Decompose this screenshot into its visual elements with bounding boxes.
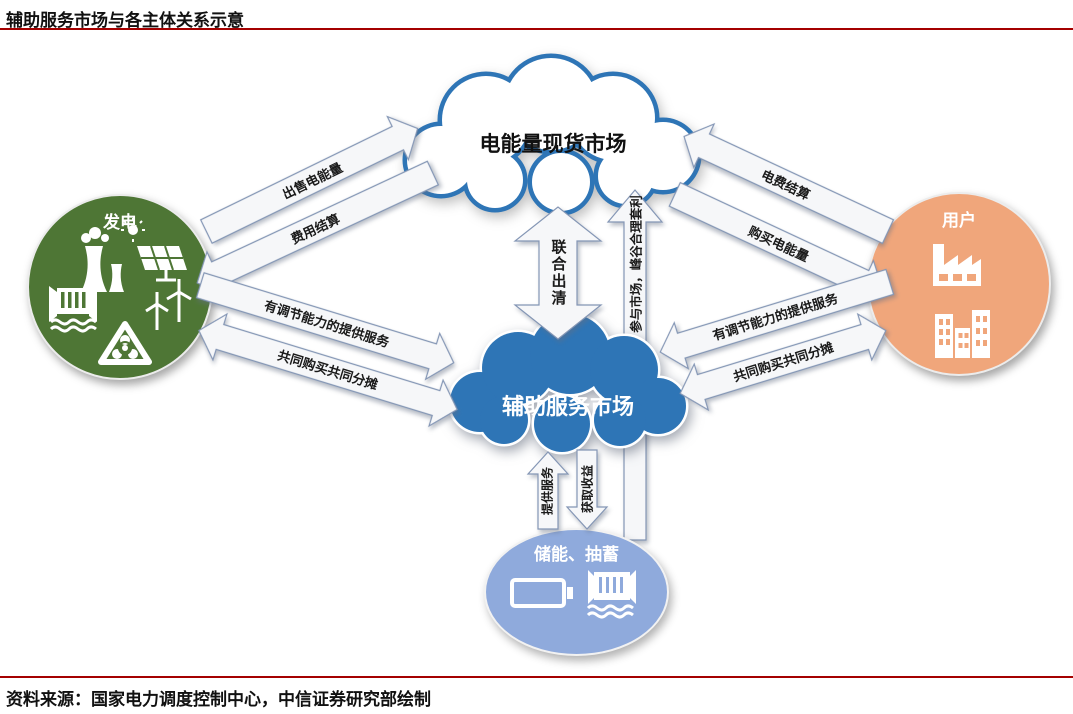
solar-panel-icon bbox=[121, 218, 187, 282]
ancillary-market-label: 辅助服务市场 bbox=[501, 394, 634, 419]
generation-label: 发电 bbox=[103, 213, 137, 232]
radiation-icon bbox=[98, 321, 152, 365]
spot-market-label: 电能量现货市场 bbox=[479, 133, 627, 156]
battery-icon bbox=[510, 578, 573, 608]
arrow-label-electricity-fee-settlement: 电费结算 bbox=[758, 167, 813, 203]
arrow-label-gain-revenue: 获取收益 bbox=[580, 464, 595, 514]
users-label: 用户 bbox=[942, 211, 976, 230]
arrow-label-buy-energy: 购买电能量 bbox=[745, 223, 812, 265]
page-title: 辅助服务市场与各主体关系示意 bbox=[6, 11, 244, 30]
footer-rule bbox=[0, 676, 1073, 678]
factory-icon bbox=[933, 244, 981, 286]
arrow-label-provide-service: 提供服务 bbox=[540, 466, 555, 516]
users-node: 用户 bbox=[867, 192, 1051, 376]
arrow-label-user-regulation-service: 有调节能力的提供服务 bbox=[710, 290, 840, 344]
generation-node: 发电 bbox=[27, 194, 213, 380]
cloud-outline-icon bbox=[402, 53, 702, 216]
arrow-label-participate-market: 参与市场，峰谷合理套利 bbox=[629, 195, 644, 333]
storage-label: 储能、抽蓄 bbox=[534, 545, 619, 564]
cooling-tower-icon bbox=[81, 227, 124, 292]
arrow-label-gen-joint-purchase: 共同购买共同分摊 bbox=[275, 347, 380, 393]
header-rule bbox=[0, 28, 1073, 30]
hydro-dam-icon bbox=[49, 286, 97, 333]
arrow-label-joint-clearing: 联合出清 bbox=[549, 239, 567, 307]
storage-icons bbox=[510, 570, 636, 619]
wind-turbine-icon bbox=[145, 279, 192, 330]
arrow-label-user-joint-purchase: 共同购买共同分摊 bbox=[731, 339, 836, 385]
ancillary-market-node: 辅助服务市场 bbox=[434, 308, 702, 458]
users-icons bbox=[933, 244, 990, 358]
arrow-label-fee-settlement: 费用结算 bbox=[288, 211, 343, 247]
arrow-label-sell-energy: 出售电能量 bbox=[279, 159, 345, 202]
cloud-filled-icon bbox=[447, 311, 689, 455]
pumped-storage-icon bbox=[586, 570, 636, 619]
generation-icons bbox=[49, 218, 192, 365]
source-note: 资料来源：国家电力调度控制中心，中信证券研究部绘制 bbox=[6, 690, 431, 709]
storage-node: 储能、抽蓄 bbox=[484, 528, 669, 656]
arrow-label-gen-regulation-service: 有调节能力的提供服务 bbox=[262, 297, 392, 351]
spot-market-node: 电能量现货市场 bbox=[383, 50, 723, 218]
buildings-icon bbox=[935, 310, 990, 358]
